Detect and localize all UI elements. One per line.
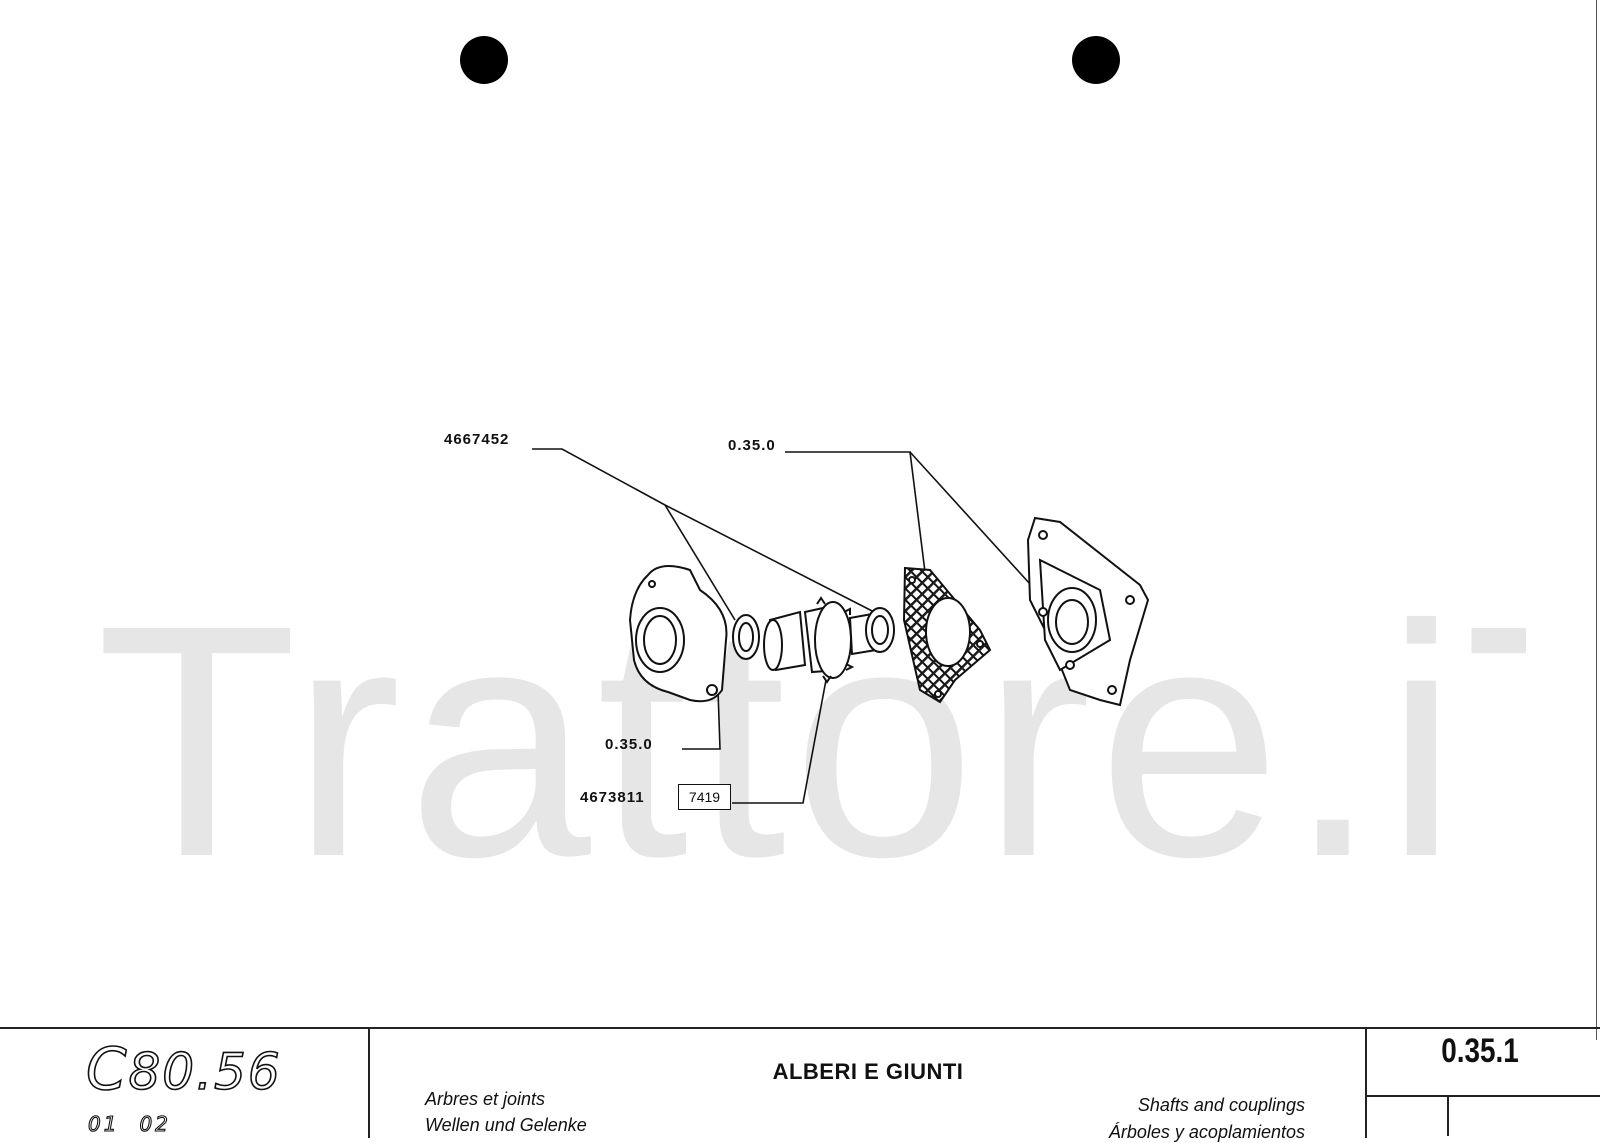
gasket-part [902, 566, 992, 704]
subtitle-english: Shafts and couplings [1137, 1095, 1305, 1115]
page-number-divider-v [1447, 1095, 1449, 1136]
subtitle-french: Arbres et joints [425, 1089, 546, 1109]
variant-01: 01 [87, 1111, 120, 1136]
leader-0350-top [785, 451, 926, 573]
title-block-divider-left [368, 1029, 370, 1138]
title-block: C80.56 01 02 ALBERI E GIUNTI [0, 1027, 1600, 1138]
model-variants: 01 02 [87, 1111, 191, 1136]
punch-hole-left [460, 36, 508, 84]
subtitle-spanish: Árboles y acoplamientos [1108, 1122, 1305, 1142]
gear-shaft-part [763, 596, 878, 684]
leader-4667452 [532, 448, 881, 616]
leader-4667452-branch [664, 504, 736, 621]
leader-4673811 [732, 679, 827, 804]
support-housing-part [628, 565, 728, 703]
page-edge-line [1596, 0, 1597, 1040]
punch-hole-right [1072, 36, 1120, 84]
section-title: ALBERI E GIUNTI [772, 1059, 964, 1084]
page-number-divider-h [1365, 1095, 1600, 1097]
o-ring-left [732, 614, 760, 660]
leader-0350-bottom [682, 689, 721, 750]
callout-part-4667452: 4667452 [444, 431, 510, 448]
subtitle-german: Wellen und Gelenke [425, 1115, 587, 1135]
leader-0350-top-branch [909, 451, 1031, 585]
callout-box-code: 7419 [678, 784, 731, 810]
variant-02: 02 [139, 1111, 171, 1136]
callout-ref-bottom: 0.35.0 [605, 736, 653, 753]
callout-ref-top: 0.35.0 [728, 437, 776, 454]
model-code-initial: C [85, 1034, 129, 1104]
leader-lines [532, 448, 1031, 804]
o-ring-right [865, 607, 895, 653]
model-code: C80.56 [85, 1034, 282, 1104]
model-code-number: 80.56 [128, 1042, 282, 1102]
title-block-divider-right [1365, 1029, 1367, 1138]
page-number: 0.35.1 [1441, 1032, 1519, 1070]
cover-plate-part [1026, 516, 1150, 707]
callout-part-4673811: 4673811 [580, 789, 645, 806]
